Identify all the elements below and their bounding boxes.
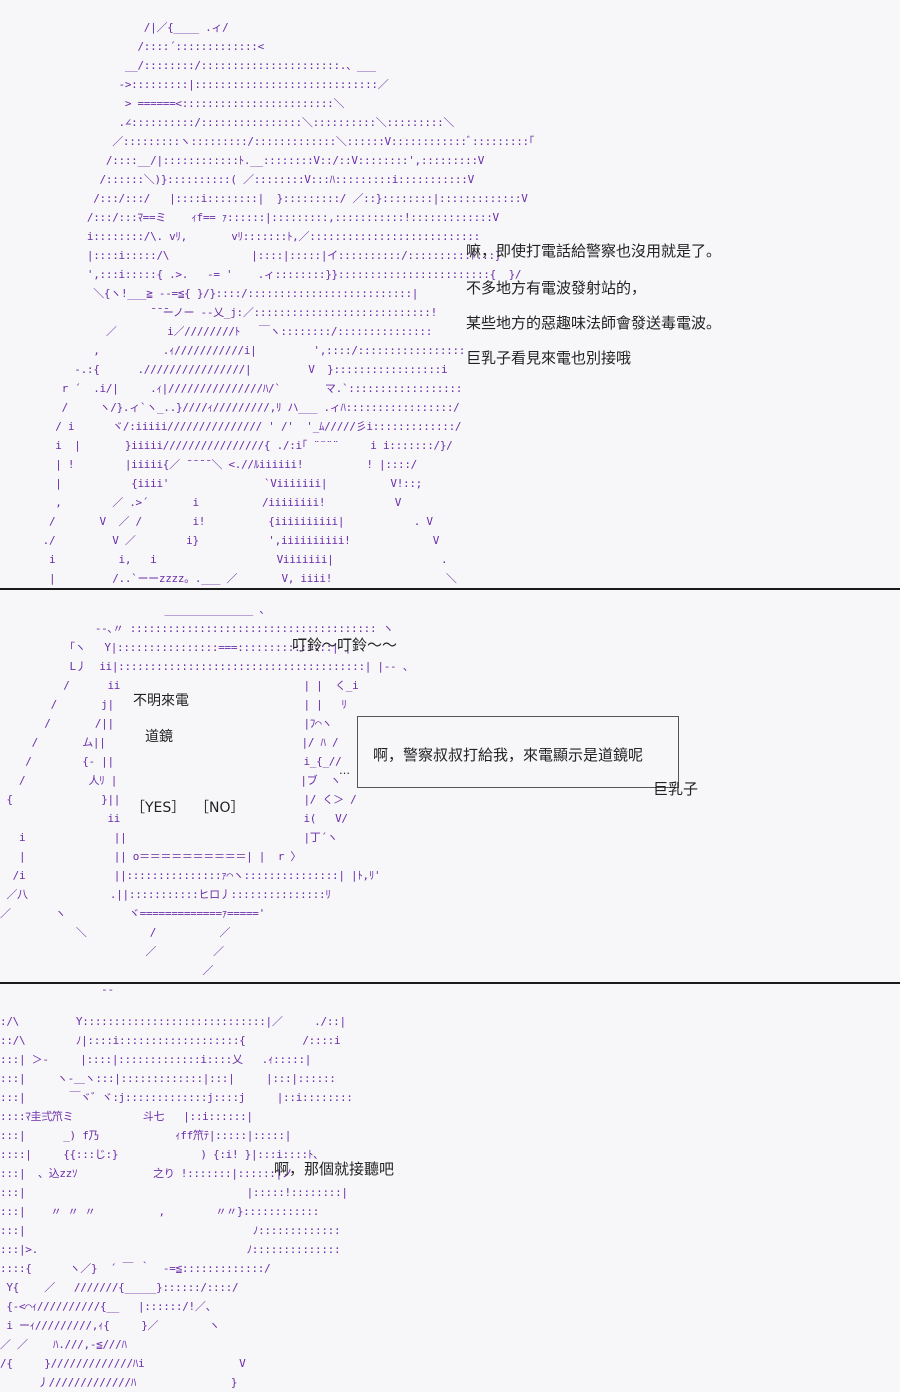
ringtone-text: 叮鈴～叮鈴～～ <box>292 636 398 654</box>
speech-box <box>357 716 679 788</box>
ascii-art-character-sleeping: /|／{____ .ィ/ /::::´:::::::::::::< __/:::… <box>42 21 535 585</box>
narration-line-3: 某些地方的惡趣味法師會發送毒電波。 <box>466 314 722 332</box>
narration-line-4: 巨乳子看見來電也別接哦 <box>466 349 632 367</box>
phone-caption: 不明來電 <box>133 693 189 709</box>
speaker-label: 巨乳子 <box>653 780 699 798</box>
speech-text: 啊，警察叔叔打給我，來電顯示是道鏡呢 <box>373 746 644 764</box>
speech-text-2: 啊，那個就接聽吧 <box>274 1160 395 1178</box>
narration-line-2: 不多地方有電波發射站的， <box>466 279 647 297</box>
narration-line-1: 嘛，即使打電話給警察也沒用就是了。 <box>466 242 722 260</box>
ascii-art-phone-holder: ______________ 、 --､〃 ::::::::::::::::::… <box>0 603 414 996</box>
phone-caller-name: 道鏡 <box>145 729 173 745</box>
answer-yes-button: ［YES］ <box>131 800 186 816</box>
ascii-art-character-face: :/\ Y:::::::::::::::::::::::::::::|／ ./:… <box>0 1015 353 1389</box>
panel-divider-2 <box>0 982 900 984</box>
answer-no-button: ［NO］ <box>195 800 245 816</box>
panel-divider-1 <box>0 588 900 590</box>
speech-tail-dots: … <box>339 764 350 777</box>
